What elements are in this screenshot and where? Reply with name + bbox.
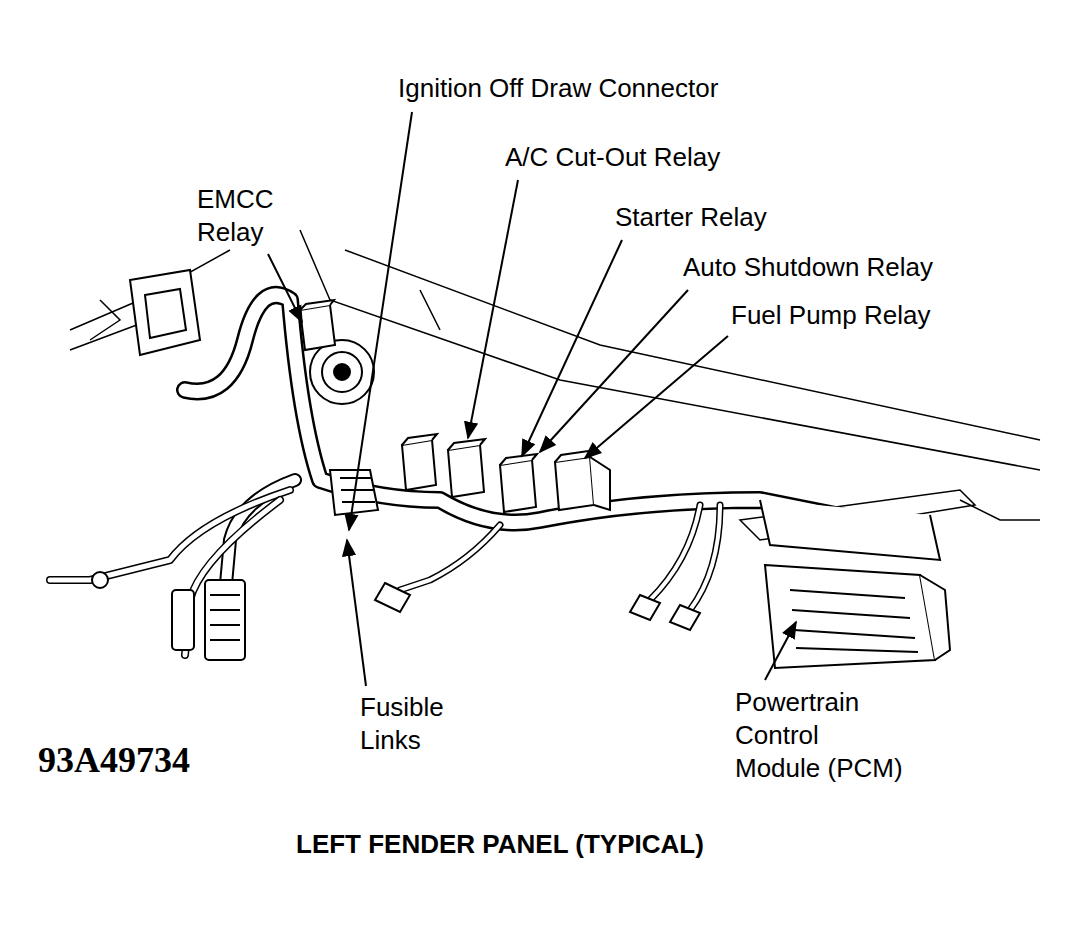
relay-label: Auto Shutdown Relay xyxy=(683,251,933,284)
relay-label: Starter Relay xyxy=(615,201,767,234)
figure-number: 93A49734 xyxy=(38,740,190,780)
fusible-link-label: Fusible Links xyxy=(360,691,460,757)
relay-label: A/C Cut-Out Relay xyxy=(505,141,720,174)
relay-label: EMCC Relay xyxy=(197,183,297,249)
relay-label: Fuel Pump Relay xyxy=(731,299,930,332)
figure-caption: LEFT FENDER PANEL (TYPICAL) xyxy=(296,828,704,861)
connector-label: Ignition Off Draw Connector xyxy=(398,72,718,105)
module-label: Powertrain Control Module (PCM) xyxy=(735,686,906,785)
